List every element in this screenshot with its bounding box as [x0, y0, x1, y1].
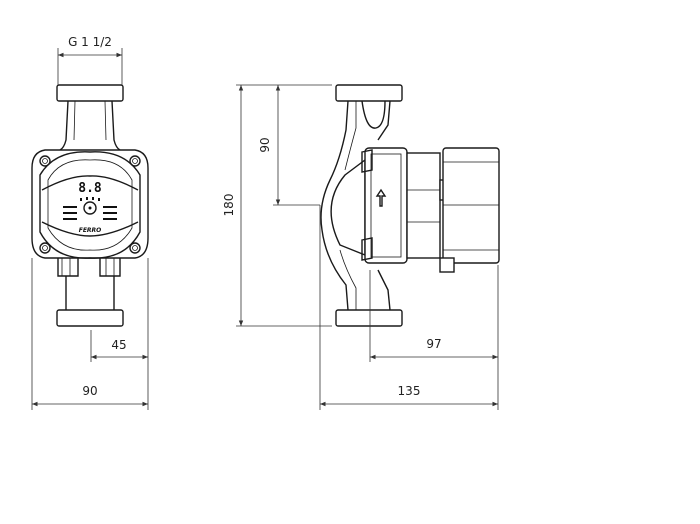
top-flange: [56, 84, 124, 102]
front-dimensions: G 1 1/2 45 90: [31, 35, 149, 410]
cable-gland: [439, 257, 455, 273]
control-knob: [83, 201, 97, 215]
volute-body: [320, 100, 391, 311]
bottom-pipe: [65, 276, 115, 310]
mode-indicators: [63, 197, 117, 220]
brand-logo: FERRO: [79, 227, 102, 234]
half-width-label: 45: [111, 338, 126, 352]
front-view: 8.8 FERRO: [31, 84, 149, 327]
total-depth-label: 135: [398, 384, 421, 398]
control-box: [442, 147, 500, 264]
height-label: 180: [222, 194, 236, 217]
thread-size-label: G 1 1/2: [68, 35, 112, 49]
screw-icons: [39, 155, 141, 254]
axis-height-label: 90: [258, 137, 272, 152]
side-bottom-flange: [335, 309, 403, 327]
motor-depth-label: 97: [426, 337, 441, 351]
width-label: 90: [82, 384, 97, 398]
side-dimensions: 180 90 97 135: [222, 84, 499, 410]
bottom-flange: [56, 309, 124, 327]
motor-body: [406, 152, 441, 259]
connector-block: [57, 258, 121, 277]
top-pipe: [59, 100, 121, 151]
flow-arrow-icon: [375, 188, 387, 207]
pump-housing: [31, 149, 149, 259]
display-digits: 8.8: [78, 181, 102, 196]
side-view: [320, 84, 500, 327]
side-top-flange: [335, 84, 403, 102]
